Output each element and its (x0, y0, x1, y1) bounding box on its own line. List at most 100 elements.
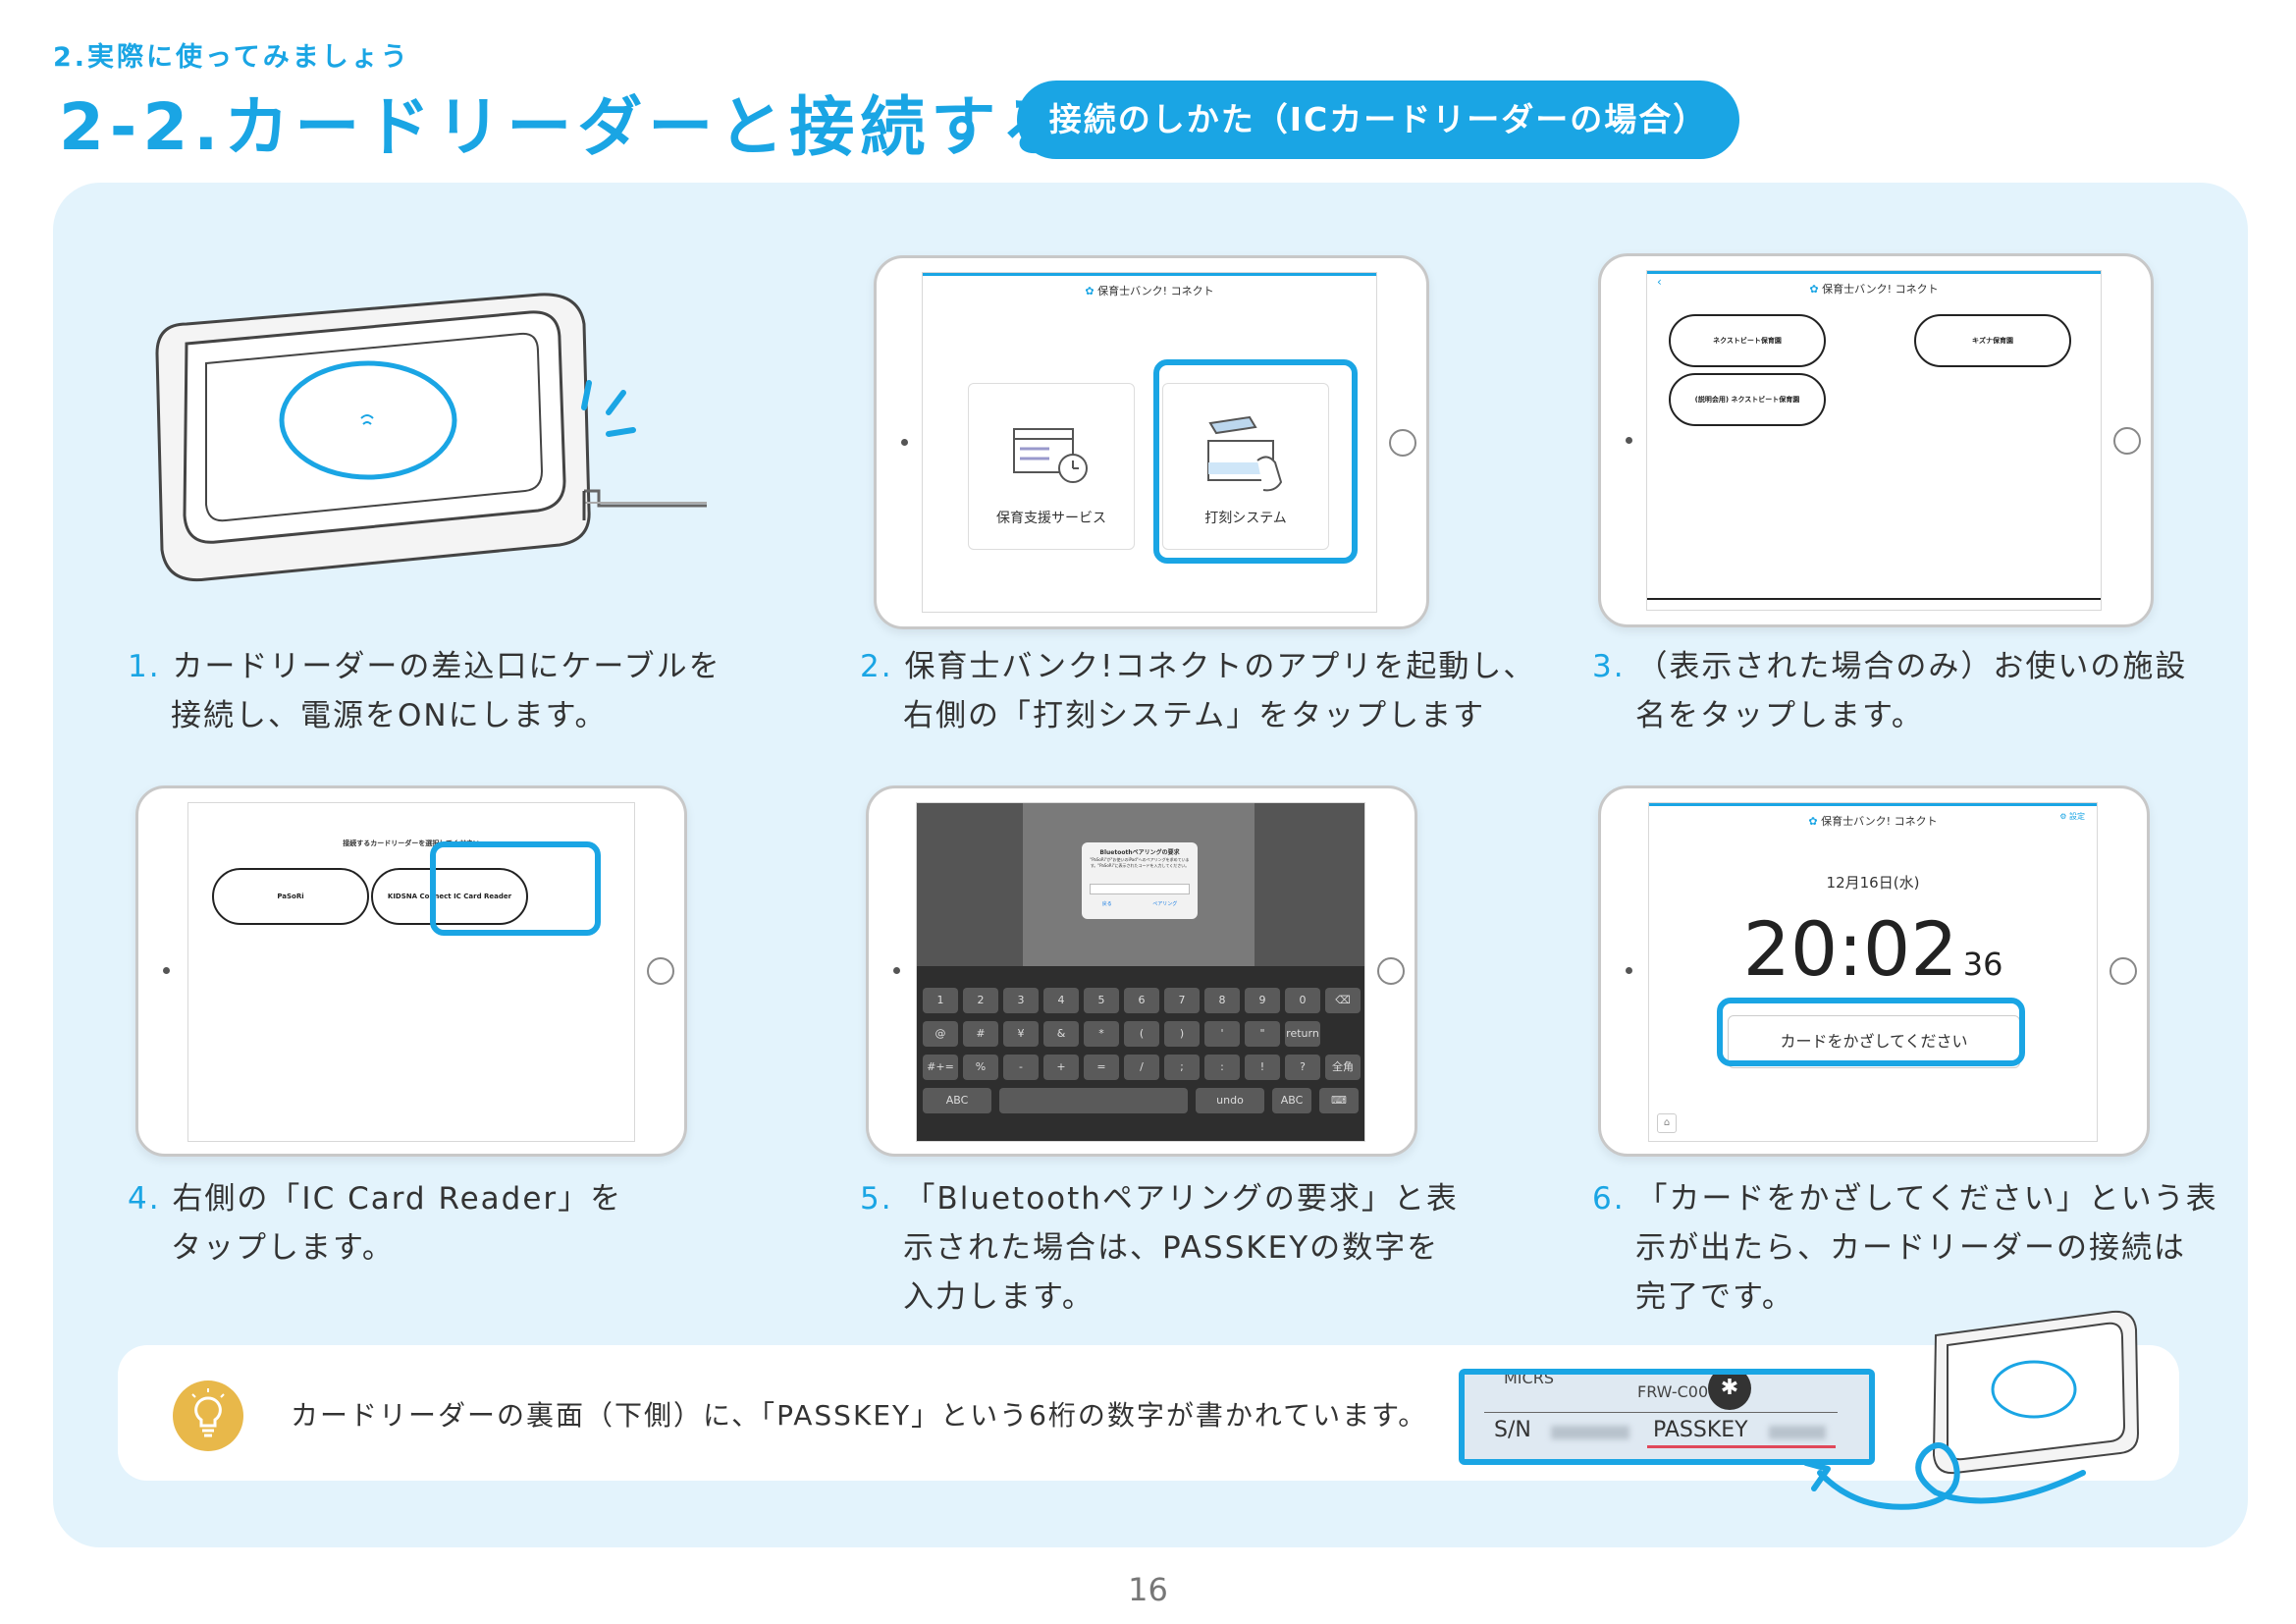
tile-right-label: 打刻システム (1204, 511, 1287, 526)
key-abc-right[interactable]: ABC (1272, 1088, 1311, 1113)
keyboard-key[interactable]: - (1003, 1055, 1039, 1080)
app-logo: ✿ 保育士バンク! コネクト (1808, 815, 1938, 828)
app-logo: ✿ 保育士バンク! コネクト (1809, 283, 1939, 296)
tile-childcare-service[interactable]: 保育支援サービス (968, 383, 1135, 550)
keyboard-dismiss-icon[interactable]: ⌨ (1319, 1088, 1359, 1113)
screen-card-prompt: ✿ 保育士バンク! コネクト ⚙ 設定 12月16日(水) 20:02 36 カ… (1648, 802, 2098, 1142)
reader-prompt: 接続するカードリーダーを選択してください (343, 839, 480, 847)
key-space[interactable] (999, 1088, 1188, 1113)
ipad-camera (893, 967, 900, 974)
reader-kidsna-button[interactable]: KIDSNA Connect IC Card Reader (371, 868, 528, 925)
label-passkey: PASSKEY (1653, 1418, 1748, 1442)
keyboard-key[interactable]: @ (923, 1021, 958, 1047)
date-display: 12月16日(水) (1826, 874, 1920, 892)
clock-time: 20:02 (1742, 905, 1958, 993)
keyboard-key[interactable]: 4 (1043, 988, 1079, 1013)
ipad-step4: 接続するカードリーダーを選択してください PaSoRi KIDSNA Conne… (135, 785, 687, 1157)
back-chevron-icon[interactable]: ‹ (1657, 275, 1662, 289)
screen-app-menu: ✿ 保育士バンク! コネクト 保育支援サービス 打刻システム (922, 272, 1377, 613)
ipad-step6: ✿ 保育士バンク! コネクト ⚙ 設定 12月16日(水) 20:02 36 カ… (1598, 785, 2150, 1157)
keyboard-key[interactable]: 2 (963, 988, 998, 1013)
flower-icon: ✿ (1809, 283, 1819, 296)
app-logo: ✿ 保育士バンク! コネクト (1085, 285, 1214, 298)
screen-facility-select: ‹ ✿ 保育士バンク! コネクト ネクストビート保育園 キズナ保育園 (説明会用… (1646, 270, 2102, 611)
tile-timecard-system[interactable]: 打刻システム (1162, 383, 1329, 550)
keyboard-key[interactable]: 7 (1164, 988, 1200, 1013)
step-5-text: 5. 「Bluetoothペアリングの要求」と表示された場合は、PASSKEYの… (860, 1181, 1459, 1315)
flower-icon: ✿ (1808, 815, 1818, 828)
keyboard-key[interactable]: / (1124, 1055, 1159, 1080)
keyboard-key[interactable]: 1 (923, 988, 958, 1013)
keyboard-key[interactable]: ! (1245, 1055, 1280, 1080)
keyboard-key[interactable]: & (1043, 1021, 1079, 1047)
step-2-text: 2. 保育士バンク!コネクトのアプリを起動し、右側の「打刻システム」をタップしま… (860, 649, 1536, 733)
keyboard-key[interactable]: # (963, 1021, 998, 1047)
ipad-camera (1626, 967, 1632, 974)
keyboard-key[interactable]: ; (1164, 1055, 1200, 1080)
keyboard-key[interactable]: = (1084, 1055, 1119, 1080)
highlight-card-prompt (1717, 998, 2025, 1066)
passkey-input[interactable] (1090, 884, 1190, 894)
keyboard-key[interactable]: 5 (1084, 988, 1119, 1013)
keyboard-key[interactable]: ( (1124, 1021, 1159, 1047)
highlight-timecard (1153, 359, 1358, 564)
highlight-ic-reader (430, 841, 601, 936)
flower-icon: ✿ (1085, 285, 1095, 298)
facility-button-2[interactable]: キズナ保育園 (1914, 314, 2071, 367)
key-abc-left[interactable]: ABC (923, 1088, 991, 1113)
bluetooth-cancel-button[interactable]: 戻る (1101, 901, 1112, 907)
section-pill: 接続のしかた（ICカードリーダーの場合） (1017, 81, 1739, 159)
step-1-text: 1. カードリーダーの差込口にケーブルを接続し、電源をONにします。 (128, 649, 721, 733)
keyboard-key[interactable]: ) (1164, 1021, 1200, 1047)
keyboard-key[interactable]: % (963, 1055, 998, 1080)
keyboard-key[interactable]: 0 (1285, 988, 1320, 1013)
schedule-icon (1013, 428, 1088, 483)
gear-icon: ⚙ (2059, 812, 2067, 821)
clock-display: 20:02 36 (1649, 905, 2097, 993)
bluetooth-pair-button[interactable]: ペアリング (1152, 901, 1178, 907)
step-3-text: 3. （表示された場合のみ）お使いの施設名をタップします。 (1592, 649, 2188, 733)
facility-button-3[interactable]: (説明会用) ネクストビート保育園 (1669, 373, 1826, 426)
ipad-home-button[interactable] (1389, 429, 1416, 457)
keyboard-key[interactable]: ? (1285, 1055, 1320, 1080)
keyboard-key[interactable]: : (1204, 1055, 1240, 1080)
step-4-text: 4. 右側の「IC Card Reader」をタップします。 (128, 1181, 623, 1266)
tile-left-label: 保育支援サービス (996, 511, 1106, 526)
bluetooth-dialog-title: Bluetoothペアリングの要求 (1099, 849, 1180, 856)
keyboard-key[interactable]: #+= (923, 1055, 958, 1080)
lock-icon[interactable]: ⌂ (1657, 1113, 1677, 1133)
ipad-home-button[interactable] (1377, 957, 1405, 985)
ipad-home-button[interactable] (2109, 957, 2137, 985)
label-code: FRW-C0003 (1637, 1382, 1729, 1401)
keyboard-key[interactable]: ' (1204, 1021, 1240, 1047)
label-model: MICRS (1504, 1369, 1554, 1387)
settings-button[interactable]: ⚙ 設定 (2059, 812, 2085, 821)
tip-text: カードリーダーの裏面（下側）に、「PASSKEY」という6桁の数字が書かれていま… (291, 1399, 1428, 1432)
keyboard-key[interactable]: " (1245, 1021, 1280, 1047)
keyboard-key[interactable]: return (1285, 1021, 1320, 1047)
keyboard-key[interactable]: 6 (1124, 988, 1159, 1013)
keyboard-key[interactable]: + (1043, 1055, 1079, 1080)
keyboard-key[interactable]: * (1084, 1021, 1119, 1047)
facility-button-1[interactable]: ネクストビート保育園 (1669, 314, 1826, 367)
bluetooth-icon: ✱ (1708, 1375, 1751, 1410)
card-reader-illustration (155, 293, 707, 582)
passkey-underline (1647, 1445, 1836, 1448)
page-number: 16 (1128, 1571, 1168, 1608)
keyboard-key[interactable]: 9 (1245, 988, 1280, 1013)
keyboard-key[interactable]: 3 (1003, 988, 1039, 1013)
ipad-camera (163, 967, 170, 974)
ipad-home-button[interactable] (2113, 427, 2141, 455)
key-undo[interactable]: undo (1196, 1088, 1264, 1113)
clock-seconds: 36 (1962, 946, 2003, 983)
reader-pasori-button[interactable]: PaSoRi (212, 868, 369, 925)
keyboard-key[interactable]: ¥ (1003, 1021, 1039, 1047)
card-reader-bottom-illustration (1803, 1310, 2140, 1510)
keyboard-key[interactable]: 全角 (1325, 1055, 1361, 1080)
lightbulb-icon (173, 1380, 243, 1451)
keyboard-key[interactable]: 8 (1204, 988, 1240, 1013)
keyboard-key[interactable]: ⌫ (1325, 988, 1361, 1013)
bluetooth-dialog: Bluetoothペアリングの要求 "PaSoRi"が"お使いのiPad"へのペ… (1082, 842, 1198, 919)
ipad-home-button[interactable] (647, 957, 674, 985)
